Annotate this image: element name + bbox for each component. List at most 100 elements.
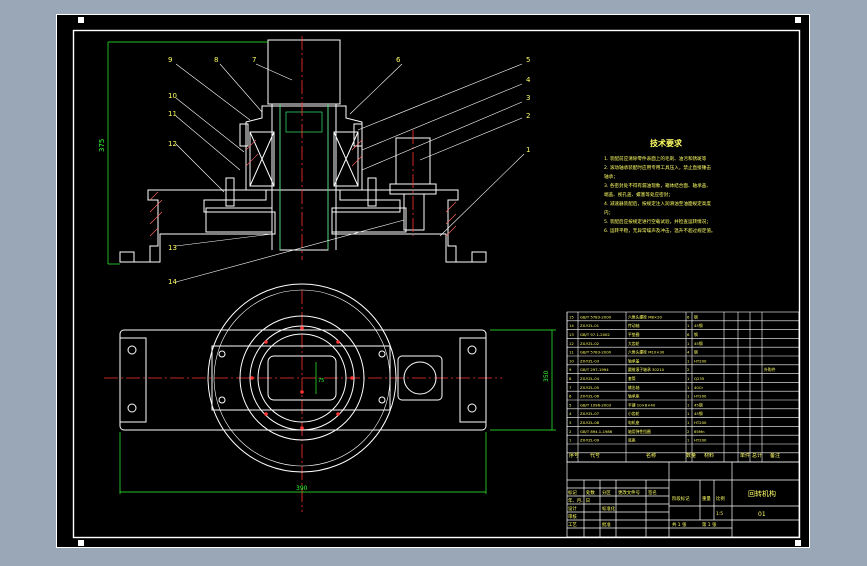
bom-cell-qty: 1 [687, 341, 690, 346]
tech-line-2: 2. 滚动轴承装配时应用专用工具压入，禁止直接锤击 [604, 164, 711, 171]
shaft-square [267, 355, 337, 401]
tech-line-1: 1. 装配前应清除零件表面上的毛刺、油污和锈斑等 [604, 155, 707, 162]
bom-cell-code: GB/T 894.1-1986 [580, 429, 613, 434]
bom-cell-qty: 1 [687, 394, 690, 399]
bom-cell-no: 12 [569, 341, 574, 346]
part-callouts: 9 8 7 6 5 4 3 2 1 10 11 12 13 14 [168, 56, 531, 286]
motor-circle [403, 361, 437, 395]
frame-markers [78, 17, 801, 546]
bom-cell-code: ZX-YZL-09 [580, 438, 600, 443]
foot-left [119, 251, 135, 263]
foot-right [471, 251, 487, 263]
bom-cell-name: 平键 10×8×40 [628, 402, 656, 407]
bom-cell-name: 圆锥滚子轴承 30210 [628, 367, 665, 372]
bearing-seat [245, 105, 363, 191]
tb-scale-label: 比例 [716, 495, 725, 502]
turntable-outer [207, 283, 397, 473]
tb-design: 设计 [568, 505, 577, 512]
bom-header-no: 序号 [569, 452, 579, 459]
tb-sheet: 共 1 张 [672, 521, 687, 528]
bom-cell-note: 外购件 [764, 367, 776, 372]
bom-cell-mat: HT200 [694, 420, 707, 425]
rev-sign: 签名 [648, 489, 657, 496]
tb-weight-label: 重量 [702, 495, 711, 502]
tb-scale: 1:5 [716, 511, 723, 517]
bolt-right [367, 177, 377, 207]
bom-header-unit: 单件 [740, 452, 750, 459]
bom-header-qty: 数量 [686, 452, 696, 459]
title-block [566, 461, 800, 538]
callout-7: 7 [252, 56, 256, 64]
tech-line-5: 端盖、视孔盖、螺塞等处应密封； [604, 191, 673, 198]
base-right [331, 189, 486, 263]
callout-10: 10 [168, 92, 177, 100]
bom-cell-name: 传动轴 [628, 323, 640, 328]
bolt-left [225, 177, 235, 207]
height-dimension [107, 41, 268, 265]
motor-flange-top [397, 355, 443, 401]
callout-11: 11 [168, 110, 177, 118]
bom-cell-no: 6 [569, 394, 572, 399]
top-view-dimensions [119, 329, 556, 494]
rev-doc: 更改文件号 [618, 489, 641, 496]
callout-3: 3 [526, 94, 530, 102]
tb-approve: 批准 [602, 521, 611, 528]
bom-cell-name: 轴承盖 [628, 358, 640, 363]
height-dimension-value: 375 [98, 139, 106, 152]
tech-line-6: 4. 减速器装配后，按规定注入润滑油至油面规定高度 [604, 200, 711, 207]
side-dimension-value: 350 [543, 370, 550, 382]
bom-cell-code: GB/T 1096-2003 [580, 402, 612, 407]
bom-cell-name: 套筒 [628, 376, 636, 381]
drawing-sheet [56, 14, 810, 548]
rev-zone: 分区 [602, 489, 611, 496]
rev-mark: 标记 [568, 489, 577, 496]
rev-count: 处数 [586, 489, 595, 496]
bom-cell-qty: 2 [687, 367, 690, 372]
tech-line-9: 6. 运转平稳，无异常噪声及冲击，温升不超过规定值。 [604, 227, 716, 234]
bearing-right [333, 131, 359, 187]
tb-review: 审核 [568, 513, 577, 520]
width-dimension-value: 390 [296, 485, 308, 492]
bom-table [566, 311, 800, 463]
top-view [119, 283, 487, 473]
tech-line-8: 5. 装配后应按规定进行空载试验，并检查运转情况； [604, 218, 711, 225]
bom-cell-name: 底座 [628, 438, 636, 443]
bom-cell-code: ZX-YZL-04 [580, 376, 600, 381]
bom-cell-qty: 1 [687, 438, 690, 443]
tb-stage-label: 阶段标记 [672, 495, 690, 502]
tb-process: 工艺 [568, 522, 577, 528]
bom-cell-code: ZX-YZL-08 [580, 420, 600, 425]
bom-cell-name: 小齿轮 [628, 411, 640, 416]
callout-12: 12 [168, 140, 177, 148]
bom-cell-no: 3 [569, 420, 572, 425]
bom-cell-code: GB/T 97.1-2002 [580, 332, 610, 337]
bom-cell-qty: 1 [687, 420, 690, 425]
bom-cell-qty: 1 [687, 385, 690, 390]
technical-requirements: 技术要求 1. 装配前应清除零件表面上的毛刺、油污和锈斑等 2. 滚动轴承装配时… [604, 138, 716, 234]
bom-cell-code: ZX-YZL-02 [580, 341, 600, 346]
bom-cell-qty: 1 [687, 376, 690, 381]
bom-cell-code: ZX-YZL-03 [580, 358, 600, 363]
bom-cell-mat: 钢 [694, 314, 698, 319]
bom-cell-no: 5 [569, 402, 572, 407]
bom-cell-code: GB/T 5783-2000 [580, 350, 612, 355]
callout-5: 5 [526, 56, 530, 64]
callout-2: 2 [526, 112, 530, 120]
base-ear-left [119, 337, 147, 423]
bom-cell-name: 电机座 [628, 420, 640, 425]
bom-cell-mat: 65Mn [694, 429, 705, 434]
bom-cell-no: 2 [569, 429, 572, 434]
tech-title: 技术要求 [650, 138, 683, 148]
bom-header-mat: 材料 [704, 452, 714, 459]
bom-cell-mat: HT200 [694, 358, 707, 363]
bom-header-name: 名称 [646, 452, 656, 459]
bom-cell-code: ZX-YZL-06 [580, 394, 600, 399]
bom-cell-no: 4 [569, 411, 572, 416]
bom-cell-qty: 1 [687, 402, 690, 407]
pinion-shaft [403, 193, 425, 231]
inner-frame [72, 29, 801, 539]
bom-cell-qty: 2 [687, 429, 690, 434]
bom-header-note: 备注 [770, 452, 780, 459]
bom-cell-no: 11 [569, 350, 574, 355]
